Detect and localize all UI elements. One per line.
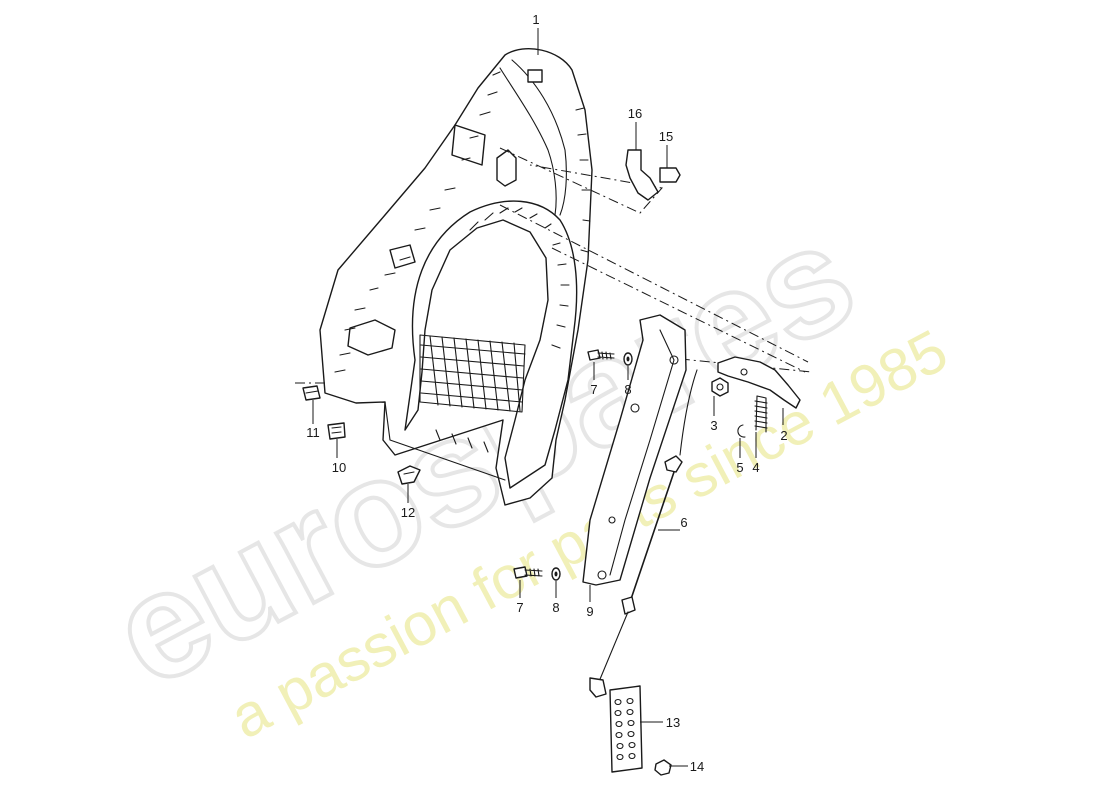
part-15-clip[interactable]	[659, 167, 681, 183]
part-7-screw-upper[interactable]	[587, 349, 615, 361]
leader-lines	[312, 28, 784, 767]
part-13-plate-holes	[614, 697, 636, 761]
part-1-backrest-shell[interactable]	[319, 48, 593, 506]
part-10-clip[interactable]	[327, 422, 346, 440]
callout-3: 3	[710, 418, 717, 433]
part-16-bracket[interactable]	[625, 149, 659, 201]
callout-14: 14	[690, 759, 704, 774]
callout-7-upper: 7	[590, 382, 597, 397]
part-13-plate[interactable]	[609, 685, 643, 773]
callout-2: 2	[780, 428, 787, 443]
callout-10: 10	[332, 460, 346, 475]
callout-13: 13	[666, 715, 680, 730]
part-6-cable[interactable]	[589, 369, 698, 698]
callout-8-upper: 8	[624, 382, 631, 397]
part-9-side-bracket[interactable]	[582, 314, 687, 586]
callout-8-lower: 8	[552, 600, 559, 615]
callout-7-lower: 7	[516, 600, 523, 615]
part-4-spring[interactable]	[754, 395, 768, 433]
callout-5: 5	[736, 460, 743, 475]
callout-16: 16	[628, 106, 642, 121]
callout-6: 6	[680, 515, 687, 530]
callout-11: 11	[306, 425, 320, 440]
part-7-screw-lower[interactable]	[513, 566, 543, 579]
callout-4: 4	[752, 460, 759, 475]
callout-15: 15	[659, 129, 673, 144]
part-8-washer-upper[interactable]	[623, 352, 633, 366]
part-2-release-lever[interactable]	[717, 356, 801, 409]
callout-1: 1	[532, 12, 539, 27]
part-11-clip[interactable]	[302, 385, 321, 401]
callout-12: 12	[401, 505, 415, 520]
part-3-nut[interactable]	[711, 377, 729, 397]
part-14-nut[interactable]	[654, 759, 672, 776]
part-12-clip[interactable]	[397, 465, 421, 485]
part-5-retaining-ring[interactable]	[737, 424, 746, 438]
part-8-washer-lower[interactable]	[551, 567, 561, 581]
callout-9: 9	[586, 604, 593, 619]
callout-labels: 1 2 3 4 5 6 7 8 7 8 9 10 11 12 13 14 15 …	[306, 12, 787, 774]
